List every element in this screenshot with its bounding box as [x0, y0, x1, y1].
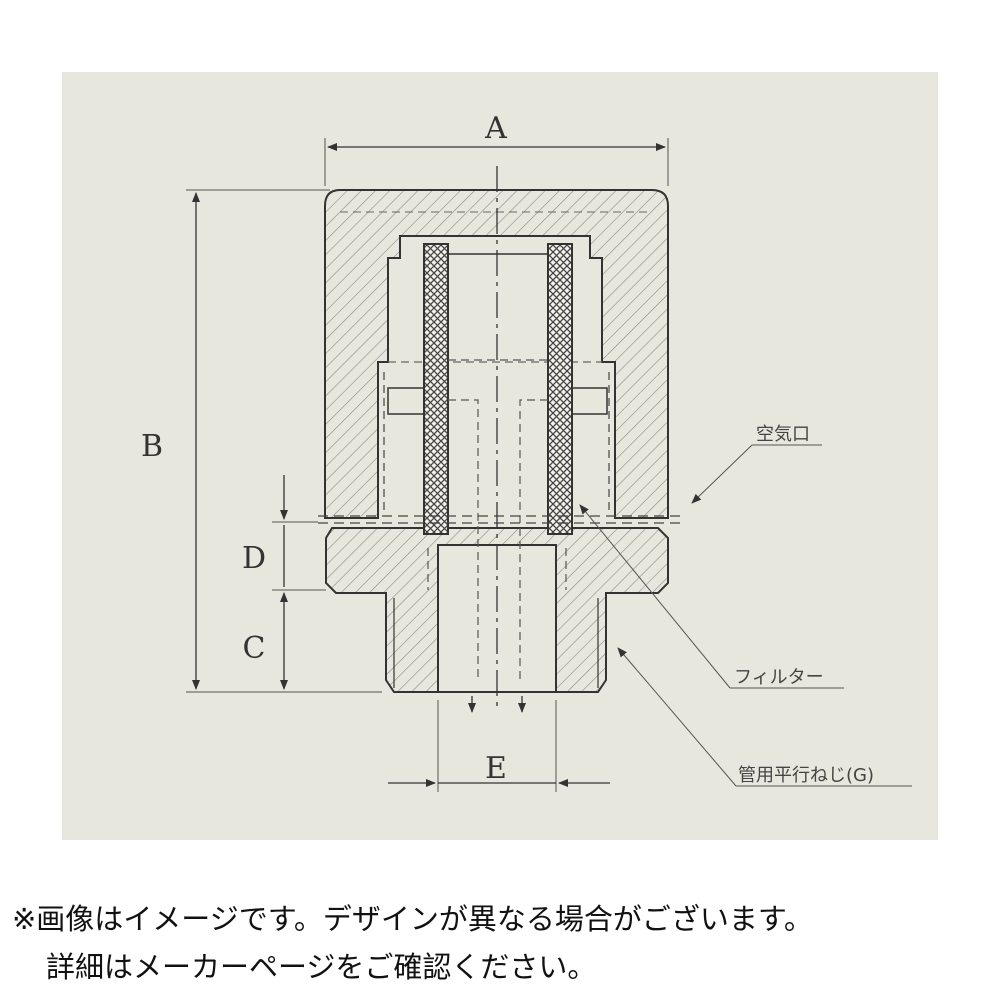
disclaimer-note: ※画像はイメージです。デザインが異なる場合がございます。 詳細はメーカーページを…: [12, 895, 992, 991]
dimension-d-label: D: [242, 541, 266, 576]
callout-thread: 管用平行ねじ(G): [738, 765, 874, 786]
callout-leader: [617, 647, 737, 787]
hidden-line: [448, 399, 479, 680]
air-hole-right: [570, 387, 608, 415]
dimension-b-label: B: [141, 429, 163, 464]
filter-left: [423, 243, 449, 535]
filter-right: [547, 243, 573, 535]
cap-body: [324, 189, 669, 519]
dimension-e-label: E: [485, 751, 507, 786]
callout-leader: [691, 444, 753, 504]
dimension-c-label: C: [243, 631, 266, 666]
air-hole-left: [387, 387, 425, 415]
disclaimer-line-1: ※画像はイメージです。デザインが異なる場合がございます。: [12, 902, 813, 936]
disclaimer-line-2: 詳細はメーカーページをご確認ください。: [46, 950, 597, 984]
callout-filter: フィルター: [734, 667, 824, 688]
callout-air-port: 空気口: [756, 424, 810, 445]
callout-leader: [579, 504, 731, 689]
hidden-line: [519, 399, 548, 680]
dimension-a-label: A: [484, 111, 507, 146]
